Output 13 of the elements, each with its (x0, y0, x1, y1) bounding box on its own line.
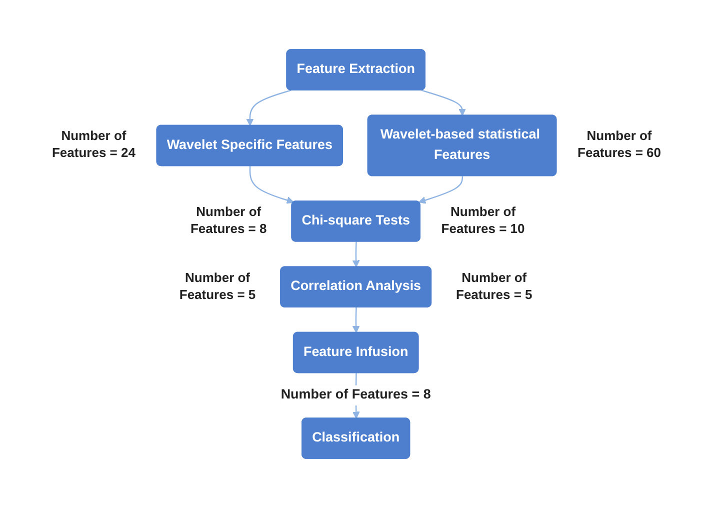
arrow (421, 90, 466, 116)
edge-label: Number of Features = 8 (280, 388, 431, 402)
feature-count-note: Number of Features = 8 (189, 204, 268, 238)
arrow (418, 176, 464, 204)
arrow (352, 307, 360, 333)
feature-count-note: Number of Features = 5 (455, 270, 534, 304)
feature-count-note: Number of Features = 10 (440, 204, 526, 238)
arrow (352, 242, 360, 268)
feature-count-note: Number of Features = 5 (178, 270, 257, 304)
feature-count-note: Number of Features = 24 (50, 128, 136, 162)
feature-count-note: Number of Features = 60 (576, 128, 662, 162)
arrow (246, 90, 292, 126)
arrow (249, 166, 294, 204)
